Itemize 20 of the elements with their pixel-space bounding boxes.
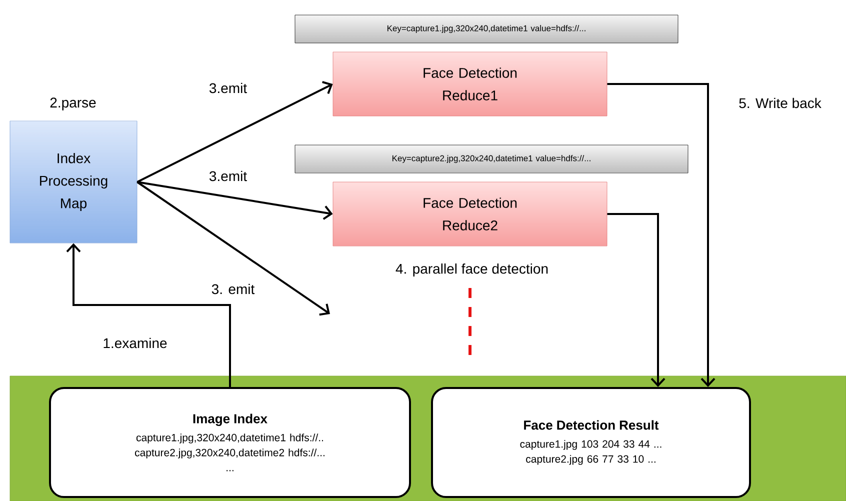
key-value-box: Key=capture1.jpg,320x240,datetime1 value=hdfs://...: [294, 14, 678, 44]
arrow: [607, 83, 716, 387]
arrow: [136, 81, 333, 183]
key-value-box: Key=capture2.jpg,320x240,datetime1 value=hdfs://...: [294, 144, 688, 174]
arrow: [607, 213, 666, 387]
reduce-box: Face Detection Reduce2: [332, 182, 608, 246]
data-box: Face Detection Result capture1.jpg 103 204 33 44 ... capture2.jpg 66 77 33 10 ...: [431, 387, 751, 498]
arrow: [137, 181, 333, 220]
edge-label: 3.emit: [208, 82, 248, 94]
edge-label: 3. emit: [210, 282, 256, 296]
step-label: 4. parallel face detection: [396, 263, 548, 277]
edge-label: 3.emit: [208, 170, 248, 182]
step-label: 2.parse: [50, 98, 96, 110]
arrow: [66, 243, 231, 387]
edge-label: 5. Write back: [738, 96, 822, 110]
reduce-box: Face Detection Reduce1: [332, 52, 608, 116]
edge-label: 1.examine: [102, 336, 168, 350]
map-box: Index Processing Map: [10, 120, 138, 244]
arrow: [136, 181, 330, 316]
data-box: Image Index capture1.jpg,320x240,datetime1 hdfs://.. capture2.jpg,320x240,datetime2 hdfs://... ...: [49, 387, 411, 498]
